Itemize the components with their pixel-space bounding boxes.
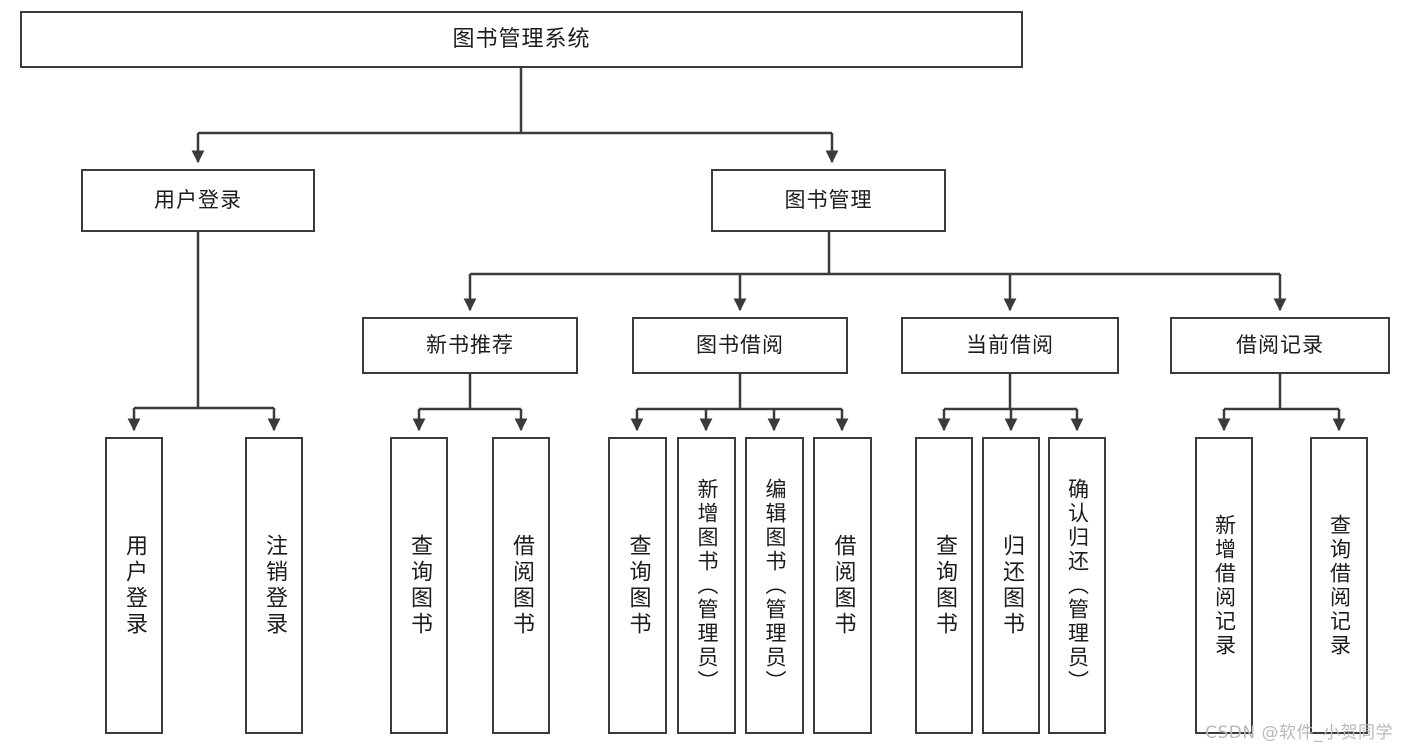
leaf-query-borrow-record[interactable]: 查询借阅记录 bbox=[1310, 437, 1368, 734]
node-label: 新增图书（管理员） bbox=[695, 477, 719, 694]
leaf-confirm-return-admin[interactable]: 确认归还（管理员） bbox=[1048, 437, 1106, 734]
node-new-book-recommend[interactable]: 新书推荐 bbox=[362, 317, 578, 374]
node-label: 查询图书 bbox=[932, 533, 957, 638]
node-current-borrow[interactable]: 当前借阅 bbox=[901, 317, 1119, 374]
node-label: 查询借阅记录 bbox=[1327, 513, 1352, 658]
node-label: 当前借阅 bbox=[966, 333, 1054, 358]
node-label: 借阅记录 bbox=[1236, 333, 1324, 358]
node-label: 图书借阅 bbox=[696, 333, 784, 358]
node-borrow-record[interactable]: 借阅记录 bbox=[1170, 317, 1390, 374]
leaf-borrow-book-recommend[interactable]: 借阅图书 bbox=[492, 437, 550, 734]
node-label: 图书管理系统 bbox=[452, 26, 591, 52]
leaf-user-login[interactable]: 用户登录 bbox=[105, 437, 163, 734]
node-label: 借阅图书 bbox=[830, 533, 856, 638]
node-label: 注销登录 bbox=[262, 533, 287, 638]
leaf-add-borrow-record[interactable]: 新增借阅记录 bbox=[1195, 437, 1253, 734]
node-label: 用户登录 bbox=[122, 533, 147, 638]
leaf-return-book[interactable]: 归还图书 bbox=[982, 437, 1040, 734]
node-label: 用户登录 bbox=[154, 188, 242, 213]
node-label: 归还图书 bbox=[999, 533, 1024, 638]
leaf-query-book-borrow[interactable]: 查询图书 bbox=[608, 437, 667, 734]
node-label: 编辑图书（管理员） bbox=[763, 477, 787, 694]
node-user-login[interactable]: 用户登录 bbox=[81, 169, 315, 232]
node-label: 图书管理 bbox=[784, 188, 873, 213]
node-label: 确认归还（管理员） bbox=[1065, 477, 1090, 694]
node-label: 新增借阅记录 bbox=[1212, 513, 1237, 658]
leaf-query-book-current[interactable]: 查询图书 bbox=[915, 437, 973, 734]
leaf-add-book-admin[interactable]: 新增图书（管理员） bbox=[677, 437, 736, 734]
node-label: 借阅图书 bbox=[509, 533, 534, 638]
node-root-system[interactable]: 图书管理系统 bbox=[20, 11, 1023, 68]
watermark: CSDN @软件_小贺同学 bbox=[1205, 723, 1393, 743]
leaf-logout-login[interactable]: 注销登录 bbox=[245, 437, 303, 734]
node-book-borrow[interactable]: 图书借阅 bbox=[632, 317, 848, 374]
node-label: 新书推荐 bbox=[426, 333, 514, 358]
leaf-query-book-recommend[interactable]: 查询图书 bbox=[390, 437, 448, 734]
leaf-edit-book-admin[interactable]: 编辑图书（管理员） bbox=[745, 437, 804, 734]
node-label: 查询图书 bbox=[407, 533, 432, 638]
leaf-borrow-book[interactable]: 借阅图书 bbox=[813, 437, 872, 734]
node-label: 查询图书 bbox=[625, 533, 651, 638]
node-book-management[interactable]: 图书管理 bbox=[711, 169, 946, 232]
